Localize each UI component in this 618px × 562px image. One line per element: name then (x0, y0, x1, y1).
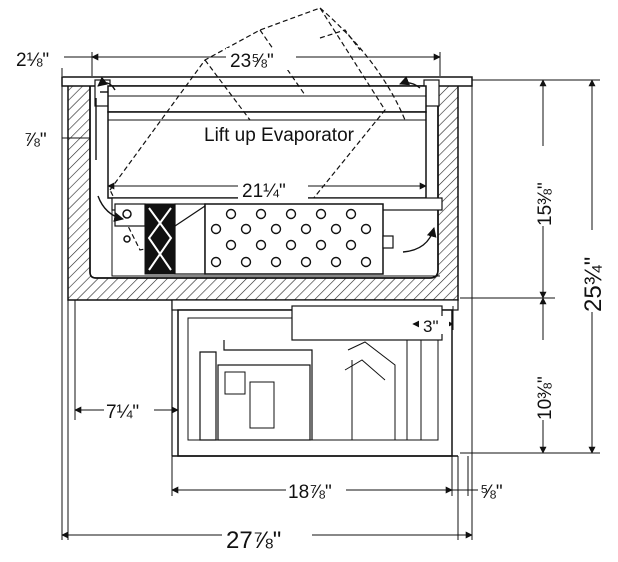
airflow-arrows (95, 76, 437, 253)
dim-total-height: 25¾" (580, 257, 607, 312)
evaporator-label: Lift up Evaporator (204, 125, 355, 146)
dim-lower-width: 18⅞" (288, 482, 332, 503)
dim-top-width: 23⅝" (230, 51, 274, 72)
dim-small-offset: 3" (423, 317, 439, 336)
fan-coil-assembly (111, 197, 443, 277)
condensing-unit (171, 299, 459, 457)
dimension-labels: 2⅛" 23⅝" ⅞" 21¼" 15⅜" 25¾" 3" 10⅜" 7¼" 1… (14, 48, 607, 554)
dim-inner-width: 21¼" (242, 181, 286, 202)
dim-lower-height: 10⅜" (535, 376, 556, 420)
dim-top-left: 2⅛" (16, 50, 49, 71)
dim-total-width: 27⅞" (226, 527, 281, 554)
dim-left-offset: 7¼" (106, 402, 139, 423)
dim-upper-height: 15⅜" (535, 182, 556, 226)
dim-right-offset: ⅝" (480, 482, 503, 503)
evaporator-drawer (107, 85, 427, 199)
top-flange (61, 76, 473, 87)
dim-left-wall: ⅞" (24, 130, 47, 151)
